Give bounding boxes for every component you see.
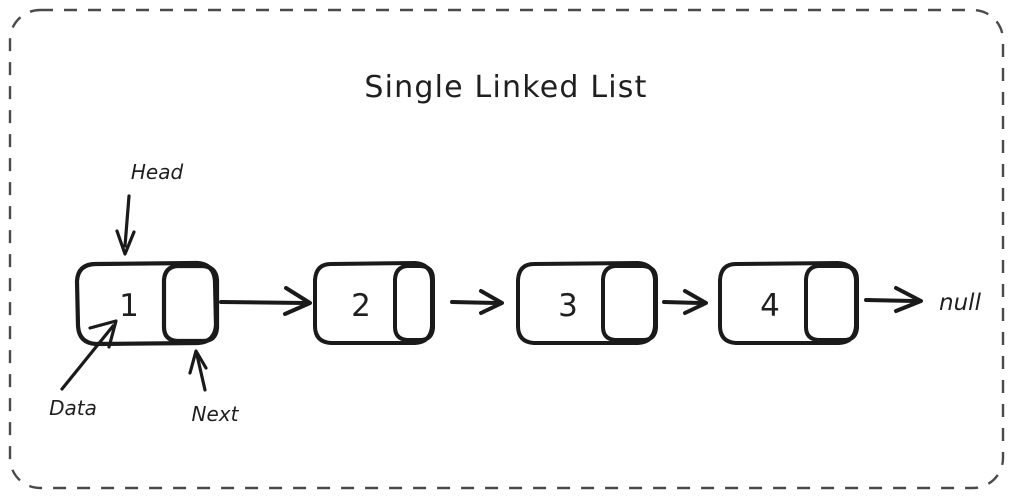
head-label: Head bbox=[131, 160, 184, 184]
next-arrow-head bbox=[188, 349, 208, 375]
link-node4-null bbox=[864, 286, 923, 313]
node-4[interactable]: 4 bbox=[718, 261, 859, 345]
node-1-data-cell bbox=[74, 260, 219, 347]
data-arrow-head bbox=[88, 319, 118, 349]
node-3-data-cell bbox=[516, 261, 657, 345]
node-1-value: 1 bbox=[119, 288, 139, 324]
link-node2-node3 bbox=[450, 289, 504, 315]
node-4-next-cell bbox=[804, 264, 859, 342]
link-node1-node2 bbox=[219, 286, 312, 316]
next-label: Next bbox=[192, 402, 240, 426]
link-2-line bbox=[450, 300, 498, 305]
head-arrow-line bbox=[123, 194, 131, 248]
node-1-next-cell bbox=[161, 263, 220, 344]
data-annotation: Data bbox=[49, 319, 118, 420]
head-arrow-head bbox=[115, 229, 136, 256]
head-annotation: Head bbox=[115, 160, 184, 256]
link-4-line bbox=[864, 298, 917, 303]
link-1-arrowhead bbox=[283, 286, 312, 316]
node-2[interactable]: 2 bbox=[313, 261, 435, 345]
link-node3-node4 bbox=[662, 289, 708, 315]
node-3-next-cell bbox=[601, 264, 658, 342]
null-terminator: null bbox=[939, 290, 982, 316]
data-label: Data bbox=[49, 396, 97, 420]
data-arrow-line bbox=[60, 324, 115, 391]
link-2-arrowhead bbox=[479, 289, 504, 315]
link-3-line bbox=[662, 300, 702, 305]
next-annotation: Next bbox=[188, 349, 240, 426]
link-4-arrowhead bbox=[894, 286, 923, 313]
node-2-data-cell bbox=[313, 261, 434, 345]
link-3-arrowhead bbox=[683, 289, 708, 315]
link-1-line bbox=[219, 300, 307, 305]
node-4-data-cell bbox=[718, 261, 858, 345]
node-3[interactable]: 3 bbox=[516, 261, 658, 345]
page-title: Single Linked List bbox=[364, 70, 647, 105]
node-1[interactable]: 1 bbox=[74, 260, 220, 347]
node-2-next-cell bbox=[393, 264, 435, 342]
node-2-value: 2 bbox=[351, 288, 371, 324]
next-arrow-line bbox=[195, 353, 207, 392]
node-4-value: 4 bbox=[760, 288, 780, 324]
node-3-value: 3 bbox=[558, 288, 578, 324]
diagram-frame bbox=[8, 8, 1005, 490]
